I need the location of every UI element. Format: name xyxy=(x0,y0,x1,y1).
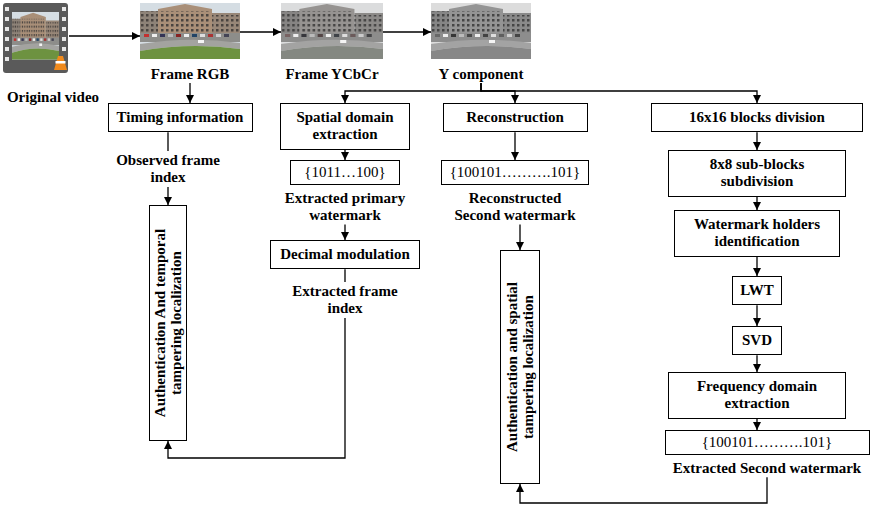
watermark-label: Reconstructed Second watermark xyxy=(445,190,585,225)
process-box: Reconstruction xyxy=(443,103,588,132)
box-text: LWT xyxy=(739,282,775,299)
image-caption: Frame RGB xyxy=(151,66,230,83)
bitstring-text: {100101……….101} xyxy=(450,164,581,180)
connector-arrow xyxy=(481,83,515,103)
image-caption: Original video xyxy=(7,89,99,106)
process-box: Frequency domain extraction xyxy=(668,372,846,419)
box-text: 8x8 sub-blocks subdivision xyxy=(675,156,839,191)
connector-arrow xyxy=(756,355,757,372)
vertical-text: Authentication and spatial tampering loc… xyxy=(504,255,537,479)
rotated-frame: Authentication and spatial tampering loc… xyxy=(501,255,539,479)
process-box: Decimal modulation xyxy=(270,240,420,269)
watermark-label: Extracted primary watermark xyxy=(270,190,420,225)
connector-arrow xyxy=(345,83,481,103)
process-box: SVD xyxy=(732,326,782,355)
authentication-box: Authentication and spatial tampering loc… xyxy=(500,250,540,484)
connector-arrow xyxy=(756,419,757,431)
watermark-bits: {100101……….101} Reconstructed Second wate… xyxy=(441,160,590,225)
process-box: Timing information xyxy=(108,103,253,132)
video-icon xyxy=(3,3,68,73)
y-component-picture xyxy=(431,3,531,59)
box-text: Decimal modulation xyxy=(277,246,413,263)
frame-thumbnail: Frame RGB xyxy=(140,3,240,83)
connector-arrow xyxy=(756,197,757,211)
bitstring-box: {1011…100} xyxy=(290,160,400,185)
connector-arrow xyxy=(189,83,190,103)
edge-label-holder: Extracted frame index xyxy=(284,282,406,319)
process-box: Spatial domain extraction xyxy=(280,103,410,150)
image-caption: Y component xyxy=(439,66,524,83)
authentication-box: Authentication And temporal tampering lo… xyxy=(149,205,187,441)
box-text: Frequency domain extraction xyxy=(675,378,839,413)
edge-label-holder: Observed frame index xyxy=(107,151,229,188)
bitstring-text: {100101……….101} xyxy=(702,434,833,450)
bitstring-box: {100101……….101} xyxy=(665,430,870,455)
process-box: 16x16 blocks division xyxy=(651,103,863,132)
connector-arrow xyxy=(756,257,757,277)
process-box: Watermark holders identification xyxy=(674,210,840,257)
connector-arrow xyxy=(520,477,767,503)
frame-thumbnail: Frame YCbCr xyxy=(281,3,383,83)
watermark-label: Extracted Second watermark xyxy=(673,460,861,477)
bitstring-text: {1011…100} xyxy=(304,164,385,180)
connector-arrow xyxy=(481,83,757,103)
watermark-bits: {1011…100} Extracted primary watermark xyxy=(270,160,420,225)
box-text: Timing information xyxy=(115,109,246,126)
process-box: LWT xyxy=(732,276,782,305)
box-text: 16x16 blocks division xyxy=(658,109,856,126)
process-box: 8x8 sub-blocks subdivision xyxy=(668,150,846,197)
box-text: Watermark holders identification xyxy=(681,216,833,251)
watermark-bits: {100101……….101} Extracted Second watermar… xyxy=(652,430,882,477)
vertical-text: Authentication And temporal tampering lo… xyxy=(152,210,185,436)
bitstring-box: {100101……….101} xyxy=(441,160,590,185)
connector-arrow xyxy=(756,305,757,326)
connector-arrow xyxy=(344,150,345,161)
connector-arrow xyxy=(383,31,431,32)
frame-ycbcr-picture xyxy=(281,3,383,59)
connector-arrow xyxy=(514,132,515,160)
connector-arrow xyxy=(240,31,281,32)
frame-rgb-picture xyxy=(140,3,240,59)
connector-arrow xyxy=(519,225,520,251)
frame-thumbnail: Y component xyxy=(431,3,531,83)
rotated-frame: Authentication And temporal tampering lo… xyxy=(150,210,186,436)
connector-arrow xyxy=(344,225,345,241)
box-text: Spatial domain extraction xyxy=(287,109,403,144)
edge-label: Observed frame index xyxy=(107,151,229,188)
edge-label: Extracted frame index xyxy=(284,282,406,319)
box-text: Reconstruction xyxy=(450,109,581,126)
box-text: SVD xyxy=(739,332,775,349)
image-caption: Frame YCbCr xyxy=(285,66,378,83)
connector-arrow xyxy=(756,132,757,150)
connector-arrow xyxy=(69,35,140,36)
video-thumbnail: Original video xyxy=(3,3,103,106)
